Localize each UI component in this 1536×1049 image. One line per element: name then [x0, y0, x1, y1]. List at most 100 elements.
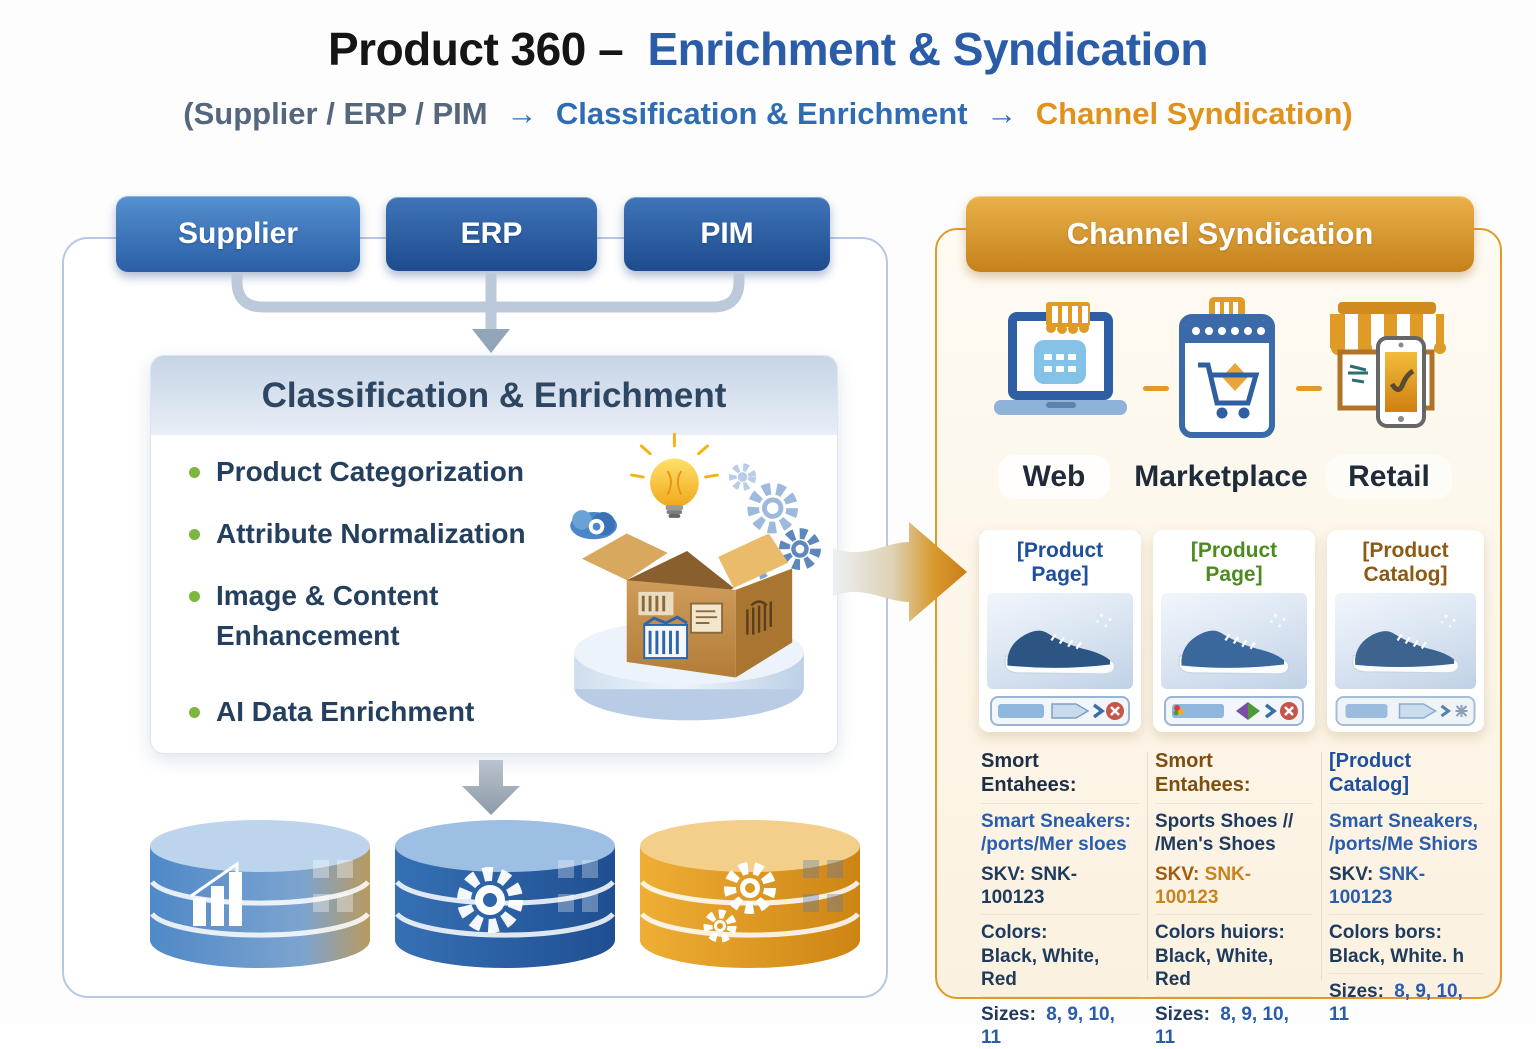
product-card-marketplace: [Product Page]	[1153, 530, 1315, 732]
gear-database-icon	[395, 820, 615, 968]
product-sku: SKV: SNK-100123	[1329, 863, 1483, 909]
channel-connector-dash	[1143, 386, 1169, 391]
list-item: Attribute Normalization	[189, 514, 529, 554]
sneaker-icon	[1004, 614, 1116, 675]
product-sku: SKV: SNK-100123	[1155, 863, 1313, 909]
product-category-path: /ports/Me Shiors	[1329, 833, 1478, 855]
erp-source-box: ERP	[386, 197, 597, 271]
product-name: Smart Sneakers,	[1329, 810, 1478, 832]
bullet-dot-icon	[189, 529, 200, 540]
diagram-canvas: Product 360 – Enrichment & Syndication (…	[0, 22, 1536, 1049]
column-divider	[1321, 752, 1322, 980]
product-card-retail: [Product Catalog]	[1327, 530, 1484, 732]
subtitle-arrow-2: →	[986, 96, 1018, 131]
sizes-row: Sizes: 8, 9, 10, 11	[981, 1003, 1139, 1049]
mini-toolbar	[1164, 696, 1304, 726]
list-item: Product Categorization	[189, 452, 529, 492]
channel-connector-dash	[1296, 386, 1322, 391]
sizes-label: Sizes:	[1329, 980, 1384, 1002]
progress-pill	[998, 704, 1044, 718]
pim-source-box: PIM	[624, 197, 830, 271]
lightbulb-icon	[630, 432, 719, 518]
subtitle-classification: Classification & Enrichment	[555, 96, 968, 131]
down-arrow-icon	[462, 760, 520, 815]
down-arrow-icon	[472, 329, 510, 353]
bullet-dot-icon	[189, 467, 200, 478]
sizes-value: 8, 9, 10, 11	[1329, 980, 1463, 1025]
section-header: Smort Entahees:	[981, 750, 1077, 797]
product-name: Smart Sneakers:	[981, 810, 1131, 832]
sparkle-icon	[1455, 705, 1468, 717]
tag-icon	[1051, 703, 1090, 719]
channel-syndication-title: Channel Syndication	[1066, 216, 1374, 251]
colors-label: Colors:	[981, 922, 1048, 944]
colors-label: Colors huiors:	[1155, 922, 1285, 944]
bullet-text: Image & Content Enhancement	[216, 580, 439, 651]
sneaker-icon	[1352, 615, 1459, 674]
product-page-label: [Product Page]	[1190, 539, 1278, 586]
colors-value: Black, White, Red	[1155, 945, 1274, 990]
list-item: AI Data Enrichment	[189, 692, 529, 732]
supplier-label: Supplier	[177, 217, 298, 250]
subtitle-arrow-1: →	[506, 96, 538, 131]
sneaker-image	[987, 593, 1133, 689]
progress-pill	[1345, 704, 1388, 718]
colors-value: Black, White. h	[1329, 945, 1465, 967]
sneaker-image	[1335, 593, 1476, 689]
product-box-icon	[581, 533, 793, 678]
colors-value: Black, White, Red	[981, 945, 1100, 990]
flow-arrow-icon	[833, 522, 967, 622]
sku-label: SKV:	[981, 864, 1026, 886]
subtitle-syndication: Channel Syndication)	[1035, 96, 1353, 131]
sku-value: SNK-100123	[1329, 864, 1426, 909]
sku-value: SNK-100123	[981, 864, 1078, 909]
retail-store-phone-icon	[1330, 302, 1446, 428]
product-category-path: /Men's Shoes	[1155, 833, 1276, 855]
mini-toolbar	[990, 696, 1130, 726]
bullet-dot-icon	[189, 707, 200, 718]
sku-label: SKV:	[1329, 864, 1374, 886]
bullet-dot-icon	[189, 591, 200, 602]
channel-label-web: Web	[998, 455, 1110, 499]
product-name: Sports Shoes //	[1155, 810, 1294, 832]
channel-label-marketplace: Marketplace	[1134, 460, 1308, 493]
enrichment-illustration	[570, 432, 821, 721]
page-subtitle: (Supplier / ERP / PIM → Classification &…	[0, 96, 1536, 132]
sizes-row: Sizes: 8, 9, 10, 11	[1329, 980, 1483, 1026]
progress-pill	[1172, 704, 1224, 718]
sources-merge-connector	[231, 273, 745, 353]
sku-label: SKV:	[1155, 864, 1200, 886]
product-card-web: [Product Page]	[979, 530, 1141, 732]
product-details-web: Smort Entahees: Smart Sneakers: /ports/M…	[979, 747, 1141, 1048]
product-page-label: [Product Page]	[1016, 539, 1104, 586]
product-details-marketplace: Smort Entahees: Sports Shoes // /Men's S…	[1153, 747, 1315, 1048]
sku-value: SNK-100123	[1155, 864, 1252, 909]
page-title: Product 360 – Enrichment & Syndication	[0, 22, 1536, 76]
product-sku: SKV: SNK-100123	[981, 863, 1139, 909]
laptop-storefront-icon	[994, 302, 1127, 415]
pim-label: PIM	[700, 217, 754, 250]
marketplace-cart-icon	[1179, 297, 1275, 438]
list-item: Image & Content Enhancement	[189, 576, 529, 656]
bullet-text: Product Categorization	[216, 456, 525, 487]
bar-chart-database-icon	[150, 820, 370, 968]
sneaker-image	[1161, 593, 1307, 689]
sneaker-icon	[1178, 614, 1290, 675]
gears-database-icon	[640, 820, 860, 968]
plane-doodle-icon	[1348, 364, 1368, 384]
sizes-row: Sizes: 8, 9, 10, 11	[1155, 1003, 1313, 1049]
subtitle-sources: (Supplier / ERP / PIM	[183, 96, 488, 131]
chevron-right-icon	[1092, 703, 1105, 719]
colors-label: Colors bors:	[1329, 922, 1442, 944]
cloud-gear-icon	[570, 510, 617, 540]
chevron-right-icon	[1264, 703, 1277, 719]
section-header: [Product Catalog]	[1329, 750, 1412, 797]
bullet-text: Attribute Normalization	[216, 518, 526, 549]
title-black-part: Product 360 –	[328, 23, 624, 75]
erp-label: ERP	[460, 217, 523, 250]
chevron-right-icon	[1440, 704, 1452, 718]
classification-header: Classification & Enrichment	[151, 356, 837, 435]
diamond-icon	[1248, 702, 1260, 720]
classification-title: Classification & Enrichment	[261, 375, 727, 415]
tag-icon	[1398, 703, 1437, 719]
